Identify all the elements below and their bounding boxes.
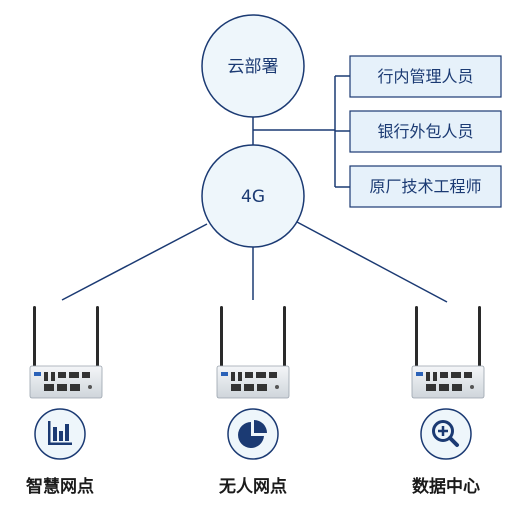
personnel-label: 原厂技术工程师 [369, 177, 481, 196]
network-node: 4G [201, 144, 305, 248]
personnel-label: 银行外包人员 [377, 122, 473, 141]
router-device-center [216, 306, 290, 399]
personnel-label: 行内管理人员 [377, 67, 473, 86]
bar-chart-icon [34, 408, 86, 460]
personnel-box: 原厂技术工程师 [349, 165, 502, 208]
personnel-list: 行内管理人员 银行外包人员 原厂技术工程师 [349, 55, 502, 208]
antenna-right [96, 306, 99, 368]
antenna-right [283, 306, 286, 368]
pie-chart-icon [227, 408, 279, 460]
router-device-right [411, 306, 485, 399]
personnel-box: 行内管理人员 [349, 55, 502, 98]
site-label-smart-branch: 智慧网点 [26, 476, 94, 497]
antenna-left [33, 306, 36, 368]
site-label-data-center: 数据中心 [412, 476, 480, 497]
network-circle [201, 144, 305, 248]
cloud-circle [201, 14, 305, 118]
antenna-right [478, 306, 481, 368]
network-label: 4G [241, 187, 265, 207]
4g-to-site-left-line [61, 223, 208, 301]
cloud-node: 云部署 [201, 14, 305, 118]
connection-lines [61, 75, 448, 303]
router-device-left [29, 306, 103, 399]
magnifier-plus-icon [420, 408, 472, 460]
4g-to-site-right-line [296, 221, 448, 303]
router-body [29, 365, 103, 399]
personnel-box: 银行外包人员 [349, 110, 502, 153]
cloud-label: 云部署 [228, 57, 279, 77]
router-body [216, 365, 290, 399]
antenna-left [220, 306, 223, 368]
site-label-unmanned-branch: 无人网点 [218, 476, 287, 497]
router-body [411, 365, 485, 399]
antenna-left [415, 306, 418, 368]
